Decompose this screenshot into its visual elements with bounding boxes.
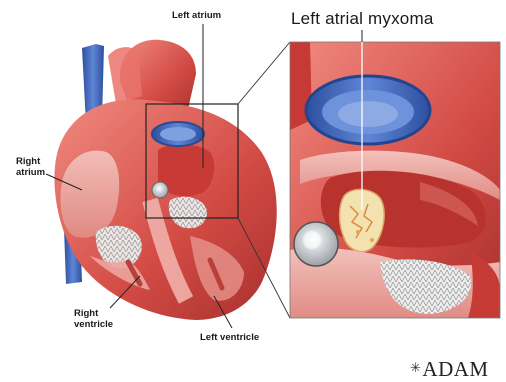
- brand-logo: ✳ADAM: [410, 357, 489, 382]
- label-right-ventricle-line1: Right: [74, 308, 113, 319]
- brand-name: ADAM: [422, 357, 488, 381]
- valve-disc-small: [152, 182, 168, 198]
- asterisk-star-icon: ✳: [410, 360, 421, 375]
- label-right-atrium: Right atrium: [16, 156, 45, 178]
- label-right-ventricle-line2: ventricle: [74, 319, 113, 330]
- label-left-atrium: Left atrium: [172, 10, 221, 21]
- zoom-panel: [290, 42, 500, 318]
- label-left-atrial-myxoma: Left atrial myxoma: [291, 9, 433, 29]
- label-right-ventricle: Right ventricle: [74, 308, 113, 330]
- label-left-ventricle: Left ventricle: [200, 332, 259, 343]
- pulmonary-vessels: [108, 47, 142, 104]
- label-right-atrium-line1: Right: [16, 156, 45, 167]
- heart-illustration: [54, 40, 276, 320]
- zoom-guide-top: [238, 42, 290, 104]
- label-right-atrium-line2: atrium: [16, 167, 45, 178]
